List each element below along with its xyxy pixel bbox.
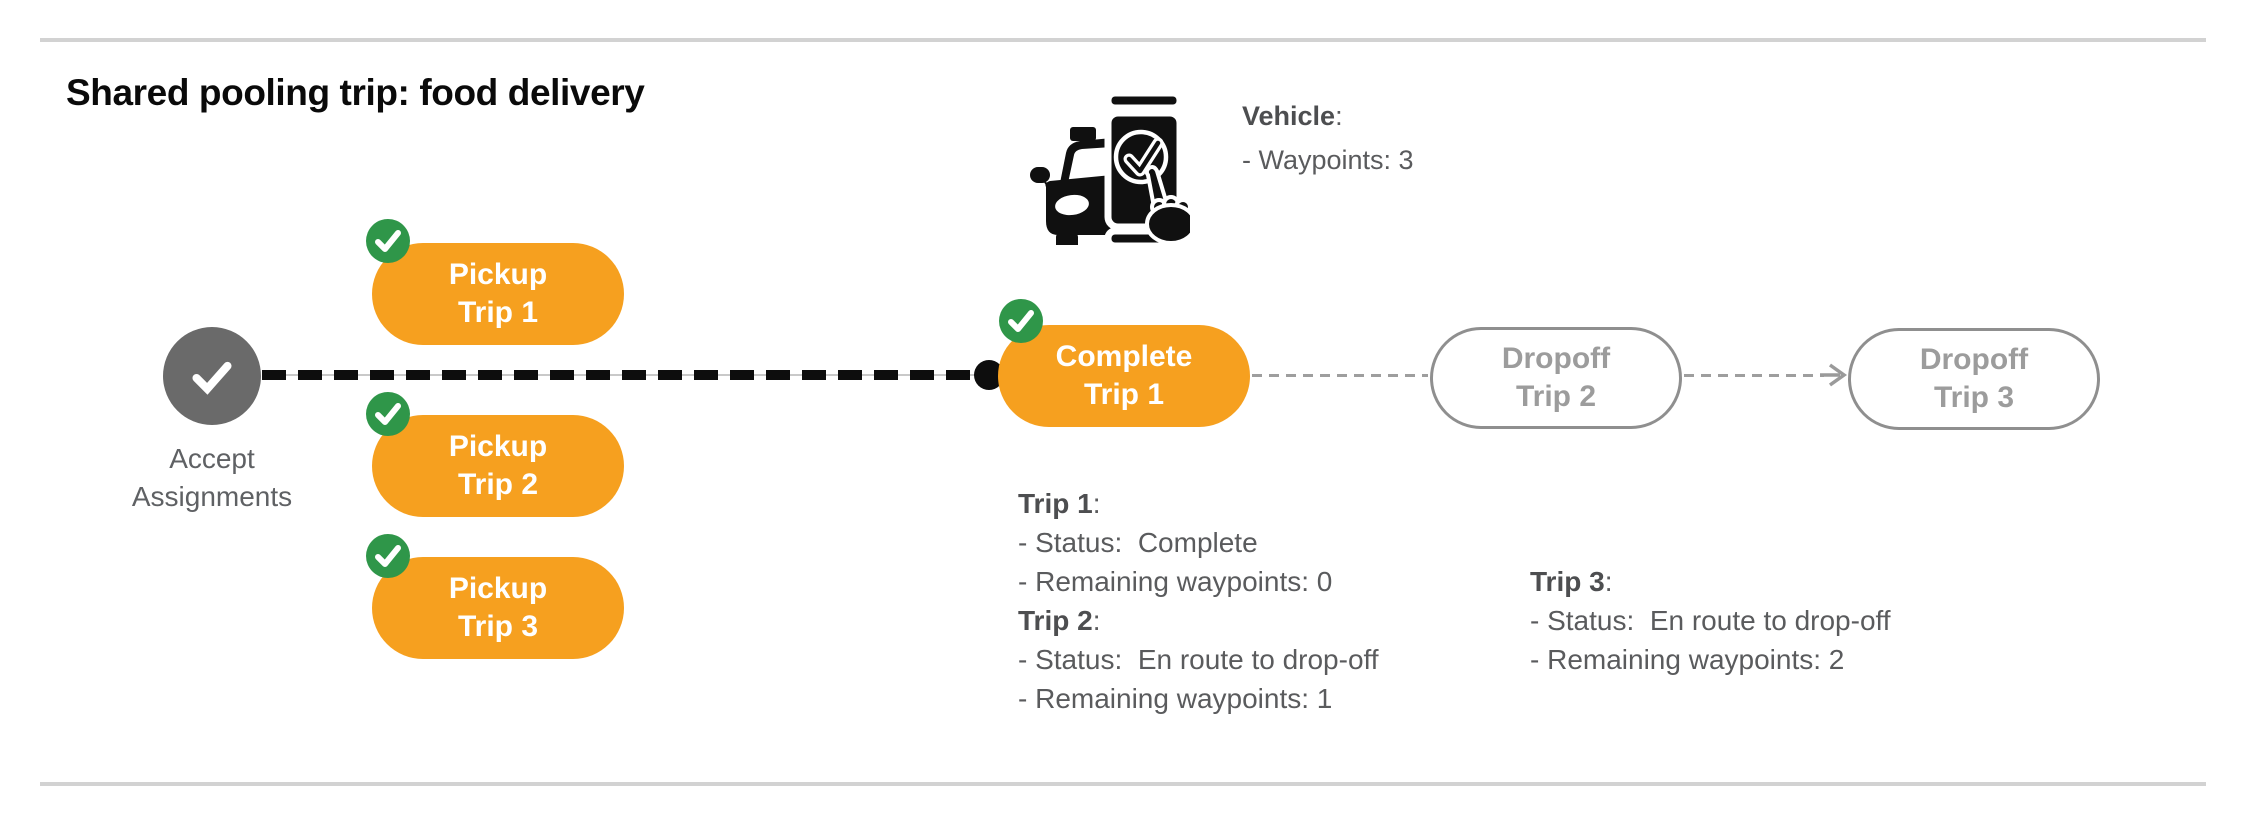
route-dashed-line xyxy=(262,370,977,380)
trip1-header: Trip 1: xyxy=(1018,484,1379,523)
pickup2-line2: Trip 2 xyxy=(457,468,539,501)
trip1-colon: : xyxy=(1092,488,1101,519)
page-title: Shared pooling trip: food delivery xyxy=(66,72,645,113)
accept-assignments-label: Accept Assignments xyxy=(82,440,342,516)
vehicle-label-colon: : xyxy=(1335,101,1343,131)
pickup2-line1: Pickup xyxy=(448,430,548,463)
pickup1-line2: Trip 1 xyxy=(457,296,539,329)
node-pickup-trip-1: Pickup Trip 1 xyxy=(372,243,624,345)
dropoff2-line1: Dropoff xyxy=(1501,342,1611,375)
trip1-status: - Status: Complete xyxy=(1018,527,1258,558)
complete-line2: Trip 1 xyxy=(1083,378,1165,411)
accept-assignments-node xyxy=(163,327,261,425)
status-block-trip-3: Trip 3: - Status: En route to drop-off -… xyxy=(1530,562,1891,679)
trip3-header: Trip 3: xyxy=(1530,562,1891,601)
node-dropoff-trip-3: Dropoff Trip 3 xyxy=(1848,328,2100,430)
vehicle-label: Vehicle xyxy=(1242,101,1336,131)
node-pickup-trip-2: Pickup Trip 2 xyxy=(372,415,624,517)
pickup1-line1: Pickup xyxy=(448,258,548,291)
check-badge-icon xyxy=(366,219,410,263)
trip2-colon: : xyxy=(1092,605,1101,636)
node-pickup-trip-3: Pickup Trip 3 xyxy=(372,557,624,659)
vehicle-waypoints: - Waypoints: 3 xyxy=(1242,145,1414,175)
node-complete-trip-1: Complete Trip 1 xyxy=(998,325,1250,427)
trip3-waypoints: - Remaining waypoints: 2 xyxy=(1530,644,1845,675)
accept-label-line1: Accept xyxy=(169,443,255,474)
dropoff3-line1: Dropoff xyxy=(1919,343,2029,376)
vehicle-info: Vehicle: - Waypoints: 3 xyxy=(1242,94,1414,182)
trip2-header: Trip 2: xyxy=(1018,601,1379,640)
top-divider xyxy=(40,38,2206,42)
complete-line1: Complete xyxy=(1055,340,1193,373)
trip3-name: Trip 3 xyxy=(1530,566,1605,597)
trip1-name: Trip 1 xyxy=(1018,488,1093,519)
node-dropoff-trip-2: Dropoff Trip 2 xyxy=(1430,327,1682,429)
check-badge-icon xyxy=(999,299,1043,343)
check-badge-icon xyxy=(366,534,410,578)
car-phone-check-icon xyxy=(1030,89,1190,245)
bottom-divider xyxy=(40,782,2206,786)
status-block-trips-1-2: Trip 1: - Status: Complete - Remaining w… xyxy=(1018,484,1379,718)
trip2-status: - Status: En route to drop-off xyxy=(1018,644,1379,675)
pickup3-line1: Pickup xyxy=(448,572,548,605)
trip3-status: - Status: En route to drop-off xyxy=(1530,605,1891,636)
trip1-waypoints: - Remaining waypoints: 0 xyxy=(1018,566,1333,597)
accept-label-line2: Assignments xyxy=(131,481,293,512)
trip2-waypoints: - Remaining waypoints: 1 xyxy=(1018,683,1333,714)
connector-dropoff2-to-dropoff3 xyxy=(1684,374,1824,377)
trip3-colon: : xyxy=(1604,566,1613,597)
check-icon xyxy=(192,361,232,395)
dropoff2-line2: Trip 2 xyxy=(1515,380,1597,413)
arrow-right-icon xyxy=(1820,363,1848,387)
trip2-name: Trip 2 xyxy=(1018,605,1093,636)
vehicle-info-header: Vehicle: xyxy=(1242,94,1414,138)
connector-complete-to-dropoff2 xyxy=(1252,374,1428,377)
check-badge-icon xyxy=(366,392,410,436)
dropoff3-line2: Trip 3 xyxy=(1933,381,2015,414)
pickup3-line2: Trip 3 xyxy=(457,610,539,643)
